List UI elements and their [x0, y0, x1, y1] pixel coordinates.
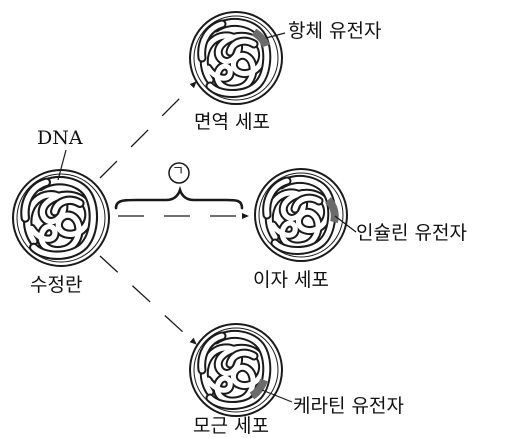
hair-root-cell	[189, 323, 283, 417]
process-brace	[114, 185, 244, 210]
immune-cell	[189, 11, 283, 105]
hair-root-cell-label: 모근 세포	[193, 415, 269, 437]
keratin-gene-label: 케라틴 유전자	[293, 395, 404, 417]
insulin-gene-segment	[325, 197, 339, 223]
pancreas-cell	[254, 168, 348, 262]
keratin-gene-segment	[249, 378, 268, 400]
antibody-gene-segment	[251, 28, 270, 48]
insulin-gene-pointer	[334, 215, 357, 233]
zygote-cell	[12, 169, 110, 267]
insulin-gene-label: 인슐린 유전자	[356, 222, 467, 244]
antibody-gene-pointer	[265, 32, 286, 39]
keratin-gene-pointer	[261, 389, 293, 403]
arrow-to-hair-root-cell	[99, 255, 197, 345]
pancreas-cell-label: 이자 세포	[253, 269, 329, 291]
antibody-gene-label: 항체 유전자	[288, 20, 382, 42]
dna-label: DNA	[37, 127, 83, 149]
dna-pointer-line	[57, 149, 67, 181]
immune-cell-label: 면역 세포	[194, 111, 270, 133]
process-marker-circle	[168, 162, 190, 184]
process-marker-label: ㄱ	[172, 164, 184, 179]
arrow-to-immune-cell	[99, 81, 197, 179]
zygote-label: 수정란	[30, 274, 83, 296]
